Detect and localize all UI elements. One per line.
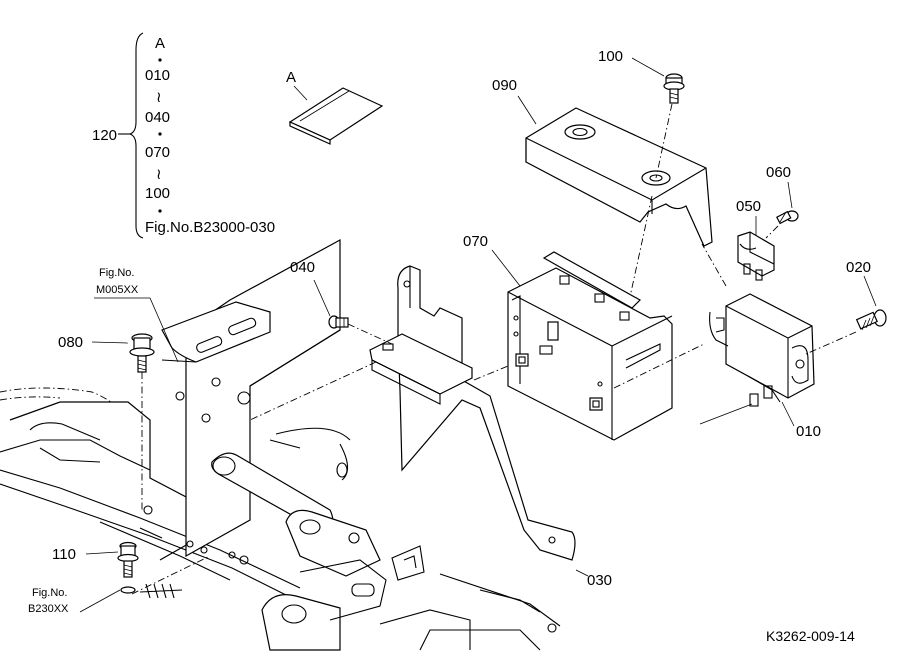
callout-090: 090	[492, 77, 517, 94]
callout-080: 080	[58, 334, 83, 351]
box-070	[507, 251, 673, 441]
bolt-080	[129, 333, 155, 373]
legend-item-100: 100	[145, 185, 170, 202]
legend-item-a: A	[155, 35, 165, 52]
legend-dot	[158, 58, 162, 62]
bolt-100	[663, 73, 685, 104]
callout-110: 110	[52, 546, 76, 563]
svg-text:≀: ≀	[156, 166, 162, 183]
legend-bracket	[118, 32, 144, 239]
drawing-id: K3262-009-14	[766, 628, 855, 644]
callout-040: 040	[290, 259, 315, 276]
legend-bracket-label: 120	[92, 127, 117, 144]
callout-020: 020	[846, 259, 871, 276]
fig-ref-b230-line2: B230XX	[28, 603, 69, 615]
cover-090	[525, 107, 713, 247]
callout-050: 050	[736, 198, 761, 215]
callout-070: 070	[463, 233, 488, 250]
callout-100: 100	[598, 48, 623, 65]
callout-inset-a: A	[286, 69, 296, 86]
legend-figure-ref: Fig.No.B23000-030	[145, 219, 275, 236]
legend-dot	[158, 209, 162, 213]
clip-050	[737, 231, 775, 281]
callout-060: 060	[766, 164, 791, 181]
fig-ref-m005-line2: M005XX	[96, 284, 139, 296]
screw-060	[776, 210, 799, 225]
callout-010: 010	[796, 423, 821, 440]
svg-text:≀: ≀	[156, 89, 162, 106]
fig-ref-m005-line1: Fig.No.	[99, 267, 134, 279]
decal-sheet-icon	[288, 87, 384, 145]
main-frame	[0, 238, 561, 651]
legend-item-070: 070	[145, 144, 170, 161]
bolt-040	[328, 315, 349, 329]
bracket-030	[369, 265, 576, 561]
fig-ref-b230-line1: Fig.No.	[32, 587, 67, 599]
legend-item-010: 010	[145, 67, 170, 84]
legend-dot	[158, 132, 162, 136]
bolt-020	[855, 309, 887, 331]
relay-010	[709, 293, 815, 407]
legend-item-040: 040	[145, 109, 170, 126]
bolt-110	[117, 541, 139, 594]
callout-030: 030	[587, 572, 612, 589]
